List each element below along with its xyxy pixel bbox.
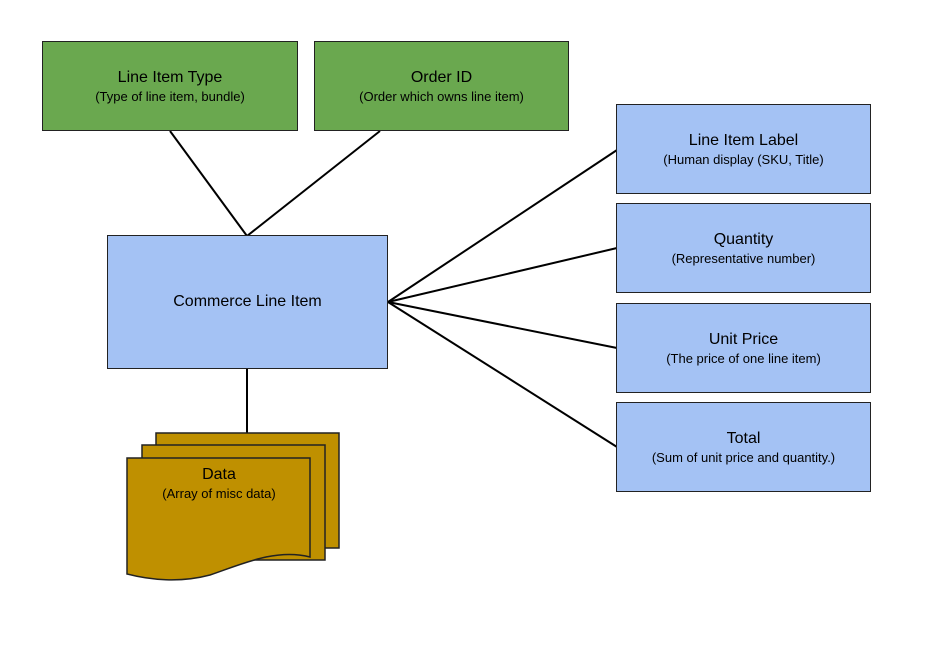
node-total[interactable]: Total (Sum of unit price and quantity.) [616, 402, 871, 492]
connector-type-to-center [169, 130, 248, 237]
connector-center-to-unit-price [387, 301, 618, 349]
node-subtitle: (The price of one line item) [666, 350, 821, 366]
data-documents-shape [126, 432, 340, 581]
node-title: Commerce Line Item [173, 293, 322, 310]
node-unit-price[interactable]: Unit Price (The price of one line item) [616, 303, 871, 393]
connector-center-to-total [387, 301, 618, 448]
connector-center-to-label [387, 149, 618, 303]
node-subtitle: (Representative number) [671, 250, 816, 266]
node-title: Total [726, 429, 761, 447]
connector-order-to-center [246, 130, 381, 237]
node-title: Quantity [713, 230, 774, 248]
node-data[interactable]: Data (Array of misc data) [127, 465, 311, 502]
node-line-item-type[interactable]: Line Item Type (Type of line item, bundl… [42, 41, 298, 131]
node-title: Data [202, 466, 236, 483]
node-subtitle: (Type of line item, bundle) [95, 88, 245, 104]
node-title: Unit Price [708, 330, 779, 348]
node-subtitle: (Array of misc data) [162, 486, 276, 501]
node-title: Line Item Label [688, 131, 799, 149]
node-quantity[interactable]: Quantity (Representative number) [616, 203, 871, 293]
node-subtitle: (Sum of unit price and quantity.) [651, 449, 836, 465]
node-title: Line Item Type [117, 68, 223, 86]
node-subtitle: (Human display (SKU, Title) [663, 151, 824, 167]
node-title: Order ID [410, 68, 473, 86]
document-front [126, 457, 311, 581]
node-order-id[interactable]: Order ID (Order which owns line item) [314, 41, 569, 131]
node-line-item-label[interactable]: Line Item Label (Human display (SKU, Tit… [616, 104, 871, 194]
node-subtitle: (Order which owns line item) [359, 88, 524, 104]
node-commerce-line-item[interactable]: Commerce Line Item [107, 235, 388, 369]
connector-center-to-quantity [387, 247, 618, 303]
